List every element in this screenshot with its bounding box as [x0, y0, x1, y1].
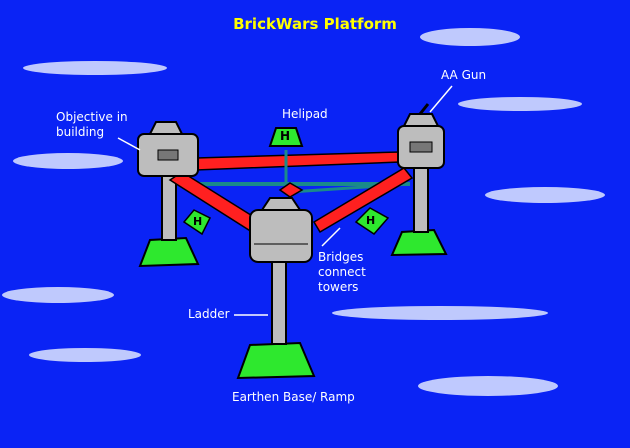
clouds [2, 28, 605, 396]
helipad-letter: H [280, 129, 291, 143]
cloud [29, 348, 141, 362]
bridge-right [312, 167, 414, 234]
helipad [268, 127, 304, 182]
bridge-left [168, 171, 264, 233]
cloud [13, 153, 123, 169]
helipad-flag-right [354, 207, 390, 235]
pointer-lines [117, 85, 453, 316]
earthen-base-left [138, 236, 200, 268]
aa-gun-barrel [418, 103, 430, 115]
label-bridges: Bridges connect towers [318, 250, 366, 294]
label-base: Earthen Base/ Ramp [232, 390, 355, 404]
label-aa-gun: AA Gun [441, 68, 487, 82]
page-title: BrickWars Platform [233, 15, 397, 33]
helipad-flag-left [182, 209, 212, 236]
label-objective: Objective in building [56, 110, 128, 139]
right-tower-column [413, 167, 429, 233]
red-bridges [168, 151, 414, 234]
bridge-top [195, 151, 401, 171]
cloud [420, 28, 520, 46]
cloud [418, 376, 558, 396]
cloud [485, 187, 605, 203]
label-helipad: Helipad [282, 107, 328, 121]
cloud [23, 61, 167, 75]
cloud [2, 287, 114, 303]
earthen-base-center [236, 341, 316, 380]
aa-gun-tower [397, 103, 445, 169]
left-tower-column [161, 175, 177, 241]
flag-letter-left: H [193, 215, 203, 228]
cloud [332, 306, 548, 320]
center-tower-column [271, 261, 287, 345]
label-ladder: Ladder [188, 307, 230, 321]
flag-letter-right: H [366, 214, 376, 227]
earthen-base-right [390, 228, 448, 257]
center-tower-building [249, 197, 313, 263]
cloud [458, 97, 582, 111]
objective-building [137, 121, 199, 177]
bridge-mid [278, 182, 304, 198]
